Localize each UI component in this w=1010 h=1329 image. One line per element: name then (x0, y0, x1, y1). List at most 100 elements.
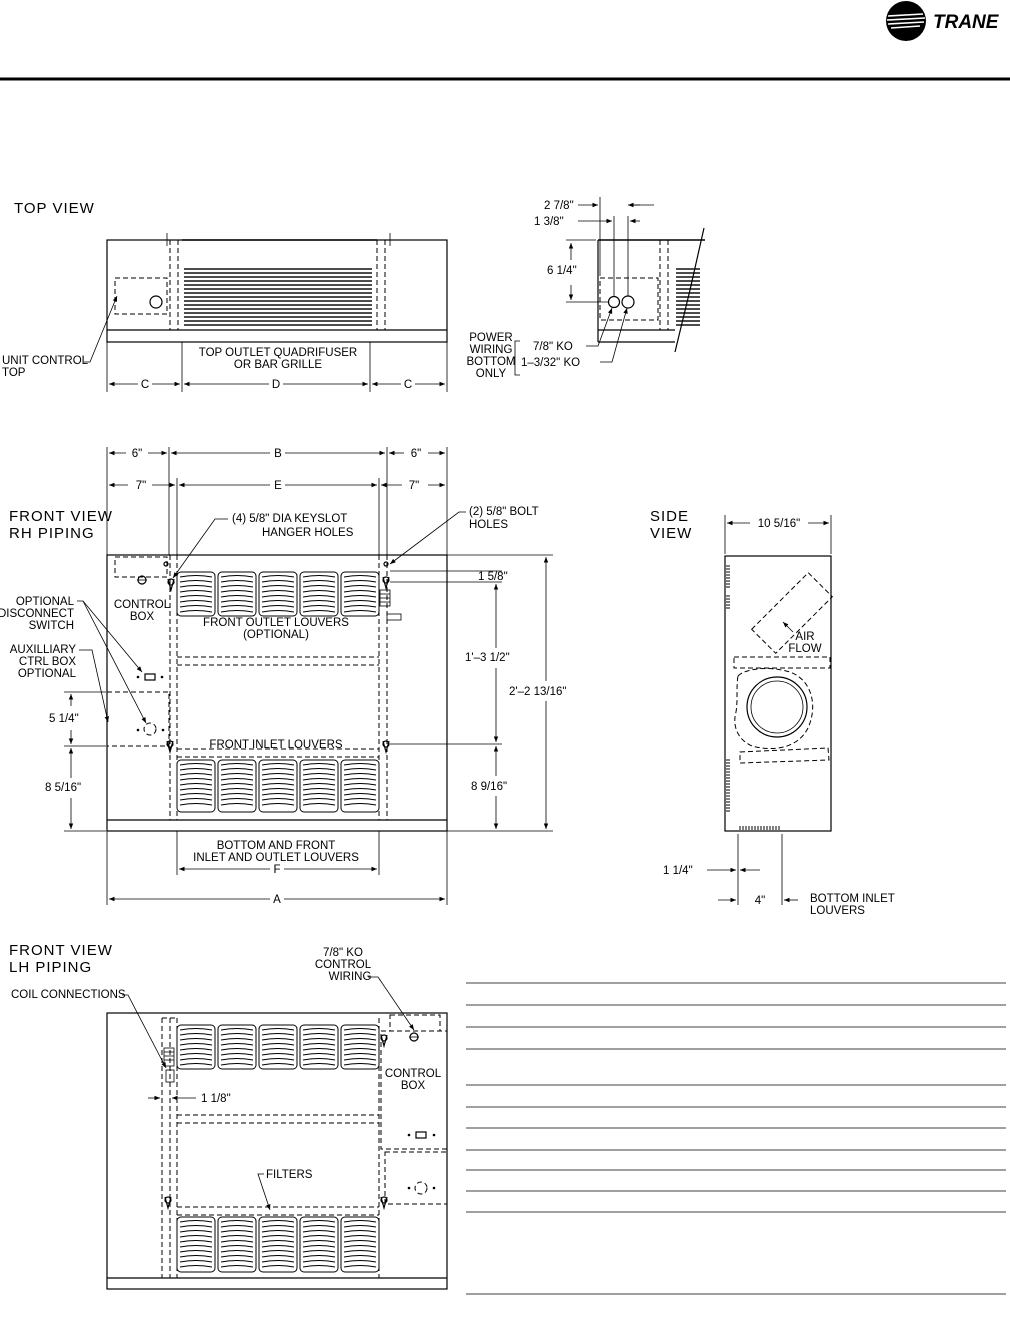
louver-panel (217, 1216, 257, 1273)
dim-6-left: 6" (132, 448, 142, 460)
keyslot-icon (164, 1196, 172, 1211)
dim-7-left: 7" (136, 480, 146, 492)
side-view-title-1: SIDE (650, 508, 689, 525)
louver-panel (340, 1024, 380, 1070)
pipe-stub-icon (379, 589, 402, 621)
keyslot-label-2: HANGER HOLES (262, 527, 354, 539)
louver-panel (299, 1216, 339, 1273)
knockout-icon (149, 295, 163, 309)
top-view: TOP VIEW UNIT CONTROL TOP TOP OUTLET QUA… (2, 200, 448, 392)
knockout-small-icon (607, 295, 621, 309)
knockout-large-icon (621, 295, 635, 309)
blower-wheel-icon (746, 676, 808, 738)
header: TRANE (0, 1, 1010, 81)
air-filter-outline (750, 571, 834, 655)
louver-panel (176, 571, 216, 617)
detail-dim-c: 6 1/4" (547, 265, 577, 277)
ko-label-3: WIRING (329, 971, 372, 983)
detail-dim-b: 1 3/8" (534, 216, 564, 228)
bolt-label-2: HOLES (469, 519, 508, 531)
power-label-1: POWER (469, 332, 512, 344)
bolt-label-1: (2) 5/8" BOLT (469, 506, 539, 518)
bolt-hole-icon (163, 561, 169, 567)
unit-control-label-2: TOP (2, 367, 26, 379)
power-label-2: WIRING (470, 344, 513, 356)
coil-connection-icon (163, 1047, 175, 1083)
louver-panel (299, 1024, 339, 1070)
dimension-table (466, 982, 1006, 1295)
unit-control-box (114, 277, 168, 315)
louver-panel (176, 759, 216, 813)
front-outlet-louvers (176, 1024, 380, 1070)
bottom-louvers-label-1: BOTTOM AND FRONT (217, 840, 336, 852)
louver-panel (340, 1216, 380, 1273)
dim-5-1-4: 5 1/4" (49, 713, 79, 725)
dim-f: F (273, 864, 280, 876)
dim-2-2-13-16: 2'–2 13/16" (509, 686, 566, 698)
dim-1-5-8: 1 5/8" (478, 571, 508, 583)
lh-control-box-label-2: BOX (401, 1080, 426, 1092)
air-flow-label-2: FLOW (788, 643, 821, 655)
front-lh-title-2: LH PIPING (9, 959, 92, 976)
air-flow-label-1: AIR (795, 631, 814, 643)
switch-icon (144, 673, 156, 681)
dim-8-5-16: 8 5/16" (45, 782, 81, 794)
control-box-outline (114, 556, 168, 578)
ko-small-label: 7/8" KO (533, 341, 573, 353)
louver-panel (340, 571, 380, 617)
aux-label-1: AUXILLIARY (10, 644, 77, 656)
keyslot-icon (167, 578, 175, 593)
dim-1-3-1-2: 1'–3 1/2" (465, 652, 510, 664)
power-label-4: ONLY (476, 368, 507, 380)
inlet-louvers-label: FRONT INLET LOUVERS (209, 739, 342, 751)
top-grille (184, 268, 372, 328)
ko-large-label: 1–3/32" KO (521, 357, 580, 369)
control-box-label-2: BOX (130, 611, 155, 623)
bottom-inlet-label-2: LOUVERS (810, 905, 865, 917)
bolt-hole-icon (383, 561, 389, 567)
lh-aux-knockout-icon (414, 1181, 428, 1195)
dim-e: E (274, 480, 282, 492)
side-view-title-2: VIEW (650, 525, 692, 542)
side-dim-4: 4" (755, 895, 765, 907)
dim-a: A (273, 894, 281, 906)
keyslot-icon (382, 740, 390, 755)
switch-icon (415, 1131, 427, 1139)
dim-c-left: C (141, 379, 149, 391)
disconnect-label-2: DISCONNECT (0, 608, 74, 620)
aux-label-3: OPTIONAL (18, 668, 77, 680)
lh-aux-box-outline (384, 1151, 448, 1205)
dim-6-right: 6" (411, 448, 421, 460)
keyslot-icon (382, 576, 390, 591)
louver-panel (258, 1024, 298, 1070)
coil-label: COIL CONNECTIONS (11, 989, 126, 1001)
louver-panel (258, 759, 298, 813)
keyslot-icon (380, 1196, 388, 1211)
keyslot-icon (166, 740, 174, 755)
disconnect-label-3: SWITCH (29, 620, 74, 632)
front-lh-title-1: FRONT VIEW (9, 942, 113, 959)
front-rh-title-2: RH PIPING (9, 525, 95, 542)
top-detail-view: 2 7/8" 1 3/8" 6 1/4" 7/8" KO 1–3/32" KO … (467, 197, 705, 380)
front-rh-title-1: FRONT VIEW (9, 508, 113, 525)
dim-b: B (274, 448, 282, 460)
drain-pan (739, 747, 830, 764)
louver-panel (299, 759, 339, 813)
louver-panel (217, 571, 257, 617)
louver-panel (217, 759, 257, 813)
blower-housing-top (733, 656, 831, 669)
bottom-inlet-label-1: BOTTOM INLET (810, 893, 895, 905)
top-view-title: TOP VIEW (14, 200, 95, 217)
louver-panel (340, 759, 380, 813)
power-label-3: BOTTOM (467, 356, 516, 368)
side-dim-width: 10 5/16" (758, 518, 800, 530)
bottom-louvers-label-2: INLET AND OUTLET LOUVERS (193, 852, 359, 864)
aux-label-2: CTRL BOX (19, 656, 76, 668)
trane-circle-logo-icon (886, 1, 926, 41)
louver-panel (258, 571, 298, 617)
side-view: SIDE VIEW 10 5/16" AIR FLOW 1 1/4" 4" BO… (650, 508, 895, 917)
keyslot-icon (380, 1034, 388, 1049)
brand-name: TRANE (933, 12, 1000, 33)
outlet-louvers-label-1: FRONT OUTLET LOUVERS (203, 617, 349, 629)
